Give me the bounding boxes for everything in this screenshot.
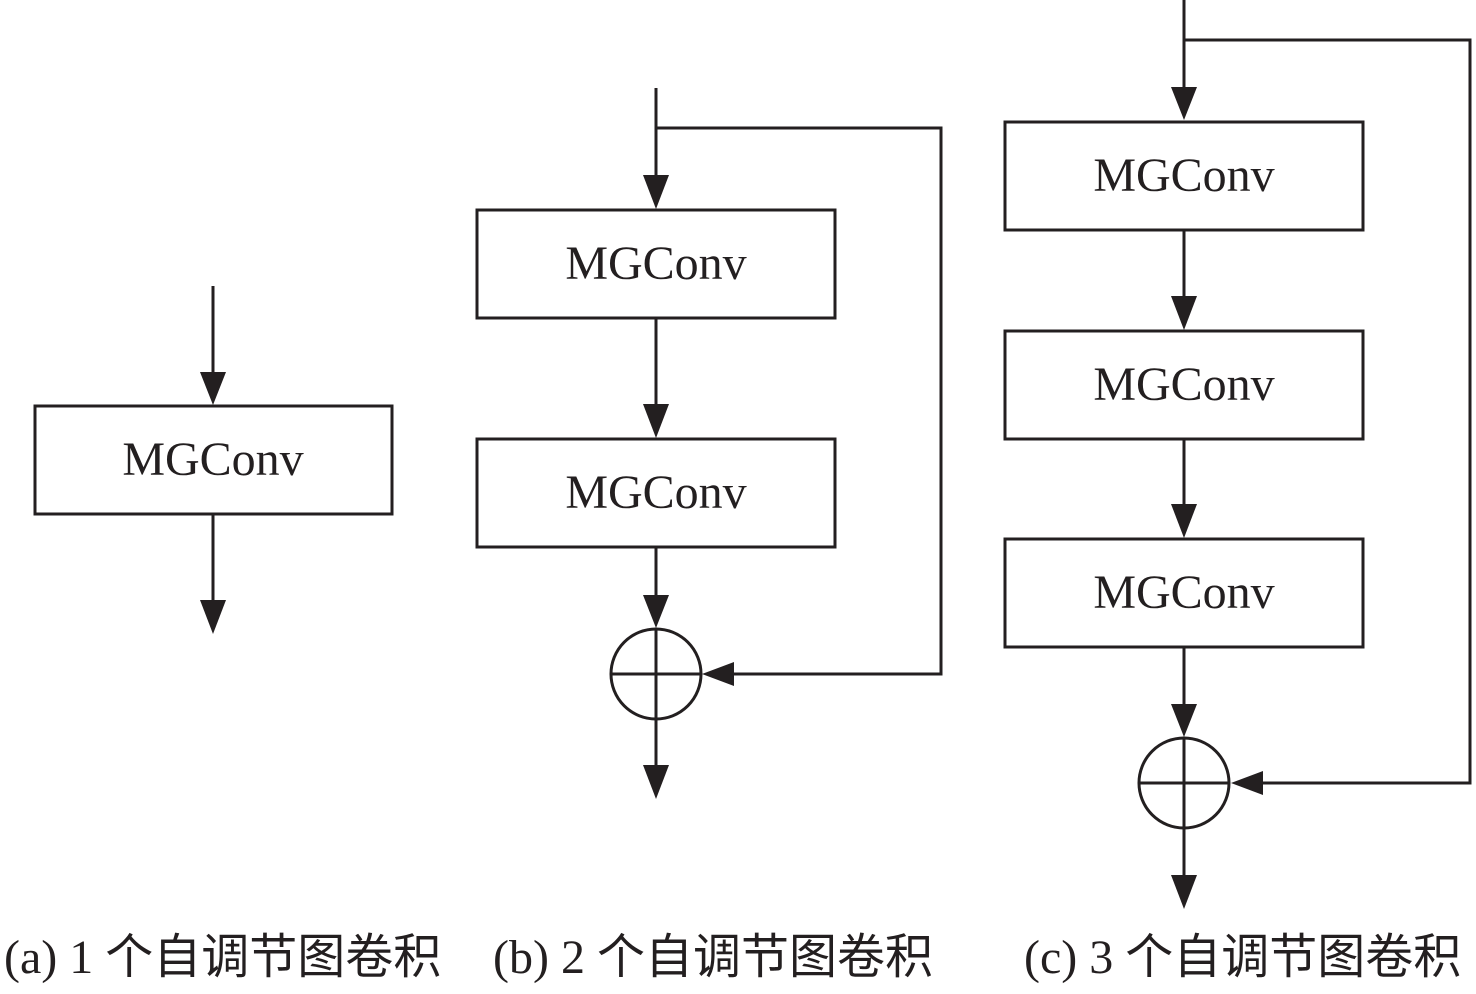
panel-b-caption: (b) 2 个自调节图卷积 [493, 931, 933, 984]
panel-c-skip-connection [1184, 38, 1472, 785]
arrowhead-icon [200, 372, 226, 405]
arrowhead-icon [1171, 296, 1197, 330]
panel-c-mgconv-block-3 [1003, 537, 1365, 649]
arrowhead-icon [1171, 504, 1197, 538]
panel-b-mgconv-label-2: MGConv [565, 466, 746, 519]
panel-b-mgconv-label-1: MGConv [565, 237, 746, 290]
panel-a-mgconv-label: MGConv [122, 433, 303, 486]
panel-a-caption: (a) 1 个自调节图卷积 [4, 931, 442, 984]
panel-c-mgconv-label-1: MGConv [1093, 149, 1274, 202]
arrowhead-icon [643, 404, 669, 438]
arrowhead-icon [643, 765, 669, 799]
panel-c-mgconv-label-3: MGConv [1093, 566, 1274, 619]
arrowhead-icon [643, 175, 669, 209]
arrowhead-icon [643, 595, 669, 628]
arrowhead-icon [1231, 771, 1263, 795]
panel-c-mgconv-label-2: MGConv [1093, 358, 1274, 411]
arrowhead-icon [1171, 704, 1197, 737]
arrowhead-icon [702, 662, 734, 686]
arrowhead-icon [1171, 875, 1197, 909]
arrowhead-icon [200, 600, 226, 634]
panel-c-mgconv-block-1 [1003, 120, 1365, 232]
panel-b-skip-connection [656, 126, 943, 676]
panel-b: MGConv MGConv [475, 88, 943, 799]
panel-a: MGConv [33, 286, 394, 634]
panel-b-mgconv-block-2 [475, 437, 837, 549]
panel-c: MGConv MGConv MGConv [1003, 0, 1472, 909]
arrowhead-icon [1171, 87, 1197, 120]
panel-c-caption: (c) 3 个自调节图卷积 [1024, 931, 1462, 984]
